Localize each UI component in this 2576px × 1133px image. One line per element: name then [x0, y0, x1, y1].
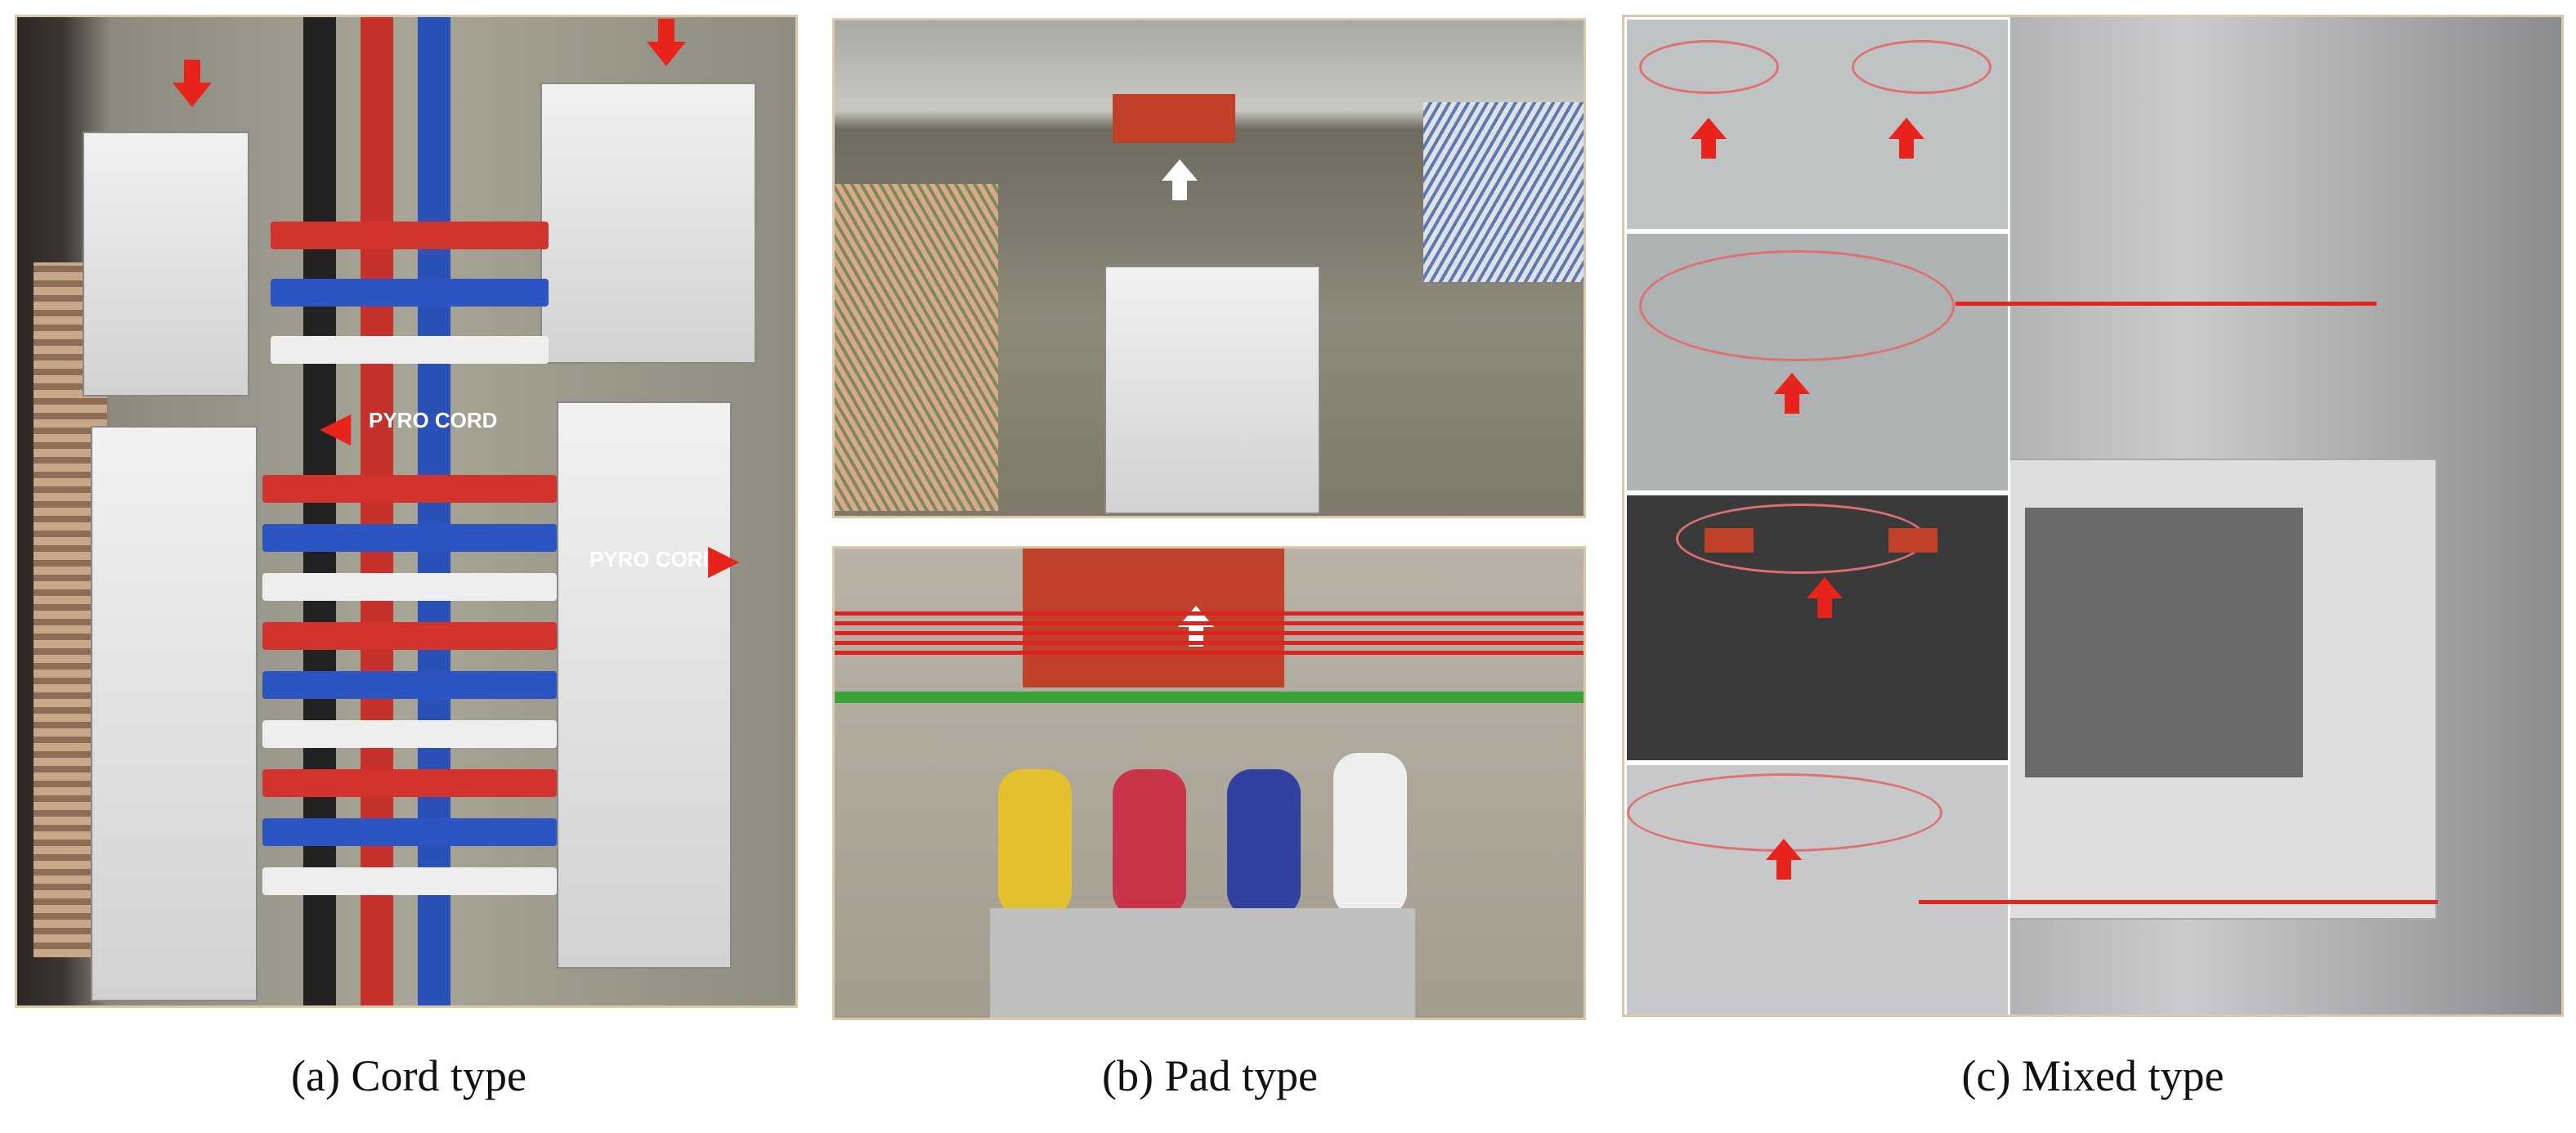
inset-photo-4 — [1624, 763, 2010, 1014]
caption-c: (c) Mixed type — [1961, 1051, 2224, 1100]
arrow-down-icon — [172, 60, 212, 107]
busbar-blue — [262, 524, 557, 552]
breaker — [1104, 266, 1320, 514]
terminal-block — [990, 908, 1415, 1018]
inset-photo-3 — [1624, 493, 2010, 763]
busbar-red — [262, 475, 557, 503]
busbar-blue — [262, 671, 557, 699]
busbar-white — [262, 867, 557, 895]
breaker — [91, 426, 258, 1001]
photo-pad-type-bottom — [832, 546, 1586, 1020]
arrow-up-icon — [1774, 373, 1810, 414]
busbar-red — [262, 769, 557, 797]
caption-a: (a) Cord type — [291, 1051, 526, 1100]
busbar-blue — [271, 279, 549, 307]
breaker — [557, 401, 732, 969]
caption-b: (b) Pad type — [1102, 1051, 1318, 1100]
wires — [1423, 102, 1584, 282]
pad — [1888, 528, 1938, 553]
arrow-up-icon — [1691, 118, 1727, 159]
wire-green — [835, 692, 1584, 703]
inset-photo-2 — [1624, 231, 2010, 493]
breaker — [540, 83, 756, 364]
arrow-up-icon — [1766, 839, 1802, 880]
photo-cord-type: PYRO CORD PYRO CORD. ◀ ▶ — [15, 15, 798, 1008]
arrow-up-icon — [1807, 577, 1843, 618]
pad — [1705, 528, 1754, 553]
cable-red — [1113, 769, 1186, 916]
arrow-down-icon — [647, 19, 686, 66]
photo-pad-type-top — [832, 18, 1586, 518]
busbar-white — [271, 336, 549, 364]
pad — [1113, 94, 1235, 143]
breaker — [83, 132, 249, 396]
wires — [835, 184, 998, 511]
arrow-left-icon: ◀ — [320, 404, 352, 450]
pyro-cord-label: PYRO CORD — [369, 408, 498, 432]
busbar-red — [262, 622, 557, 650]
arrow-up-icon — [1888, 118, 1924, 159]
busbar-red-vertical — [361, 17, 393, 1005]
wires-red — [835, 606, 1584, 655]
inset-photo-1 — [1624, 17, 2010, 231]
busbar-white — [262, 720, 557, 748]
pointer-line — [1956, 302, 2377, 306]
pyro-cord-label: PYRO CORD. — [589, 547, 724, 571]
photo-mixed-type — [1622, 15, 2564, 1017]
busbar-white — [262, 573, 557, 601]
arrow-up-icon — [1162, 159, 1198, 200]
busbar-blue — [262, 818, 557, 846]
pointer-line — [1919, 900, 2438, 904]
busbar-black-vertical — [303, 17, 336, 1005]
highlight-ellipse — [1639, 250, 1955, 361]
highlight-ellipse — [1852, 40, 1991, 94]
busbar-blue-vertical — [418, 17, 450, 1005]
cable-yellow — [998, 769, 1072, 916]
arrow-right-icon: ▶ — [708, 536, 740, 582]
busbar-red — [271, 222, 549, 249]
cable-blue — [1227, 769, 1301, 916]
cable-white — [1333, 753, 1407, 916]
cabinet-window — [2025, 508, 2303, 777]
highlight-ellipse — [1639, 40, 1779, 94]
